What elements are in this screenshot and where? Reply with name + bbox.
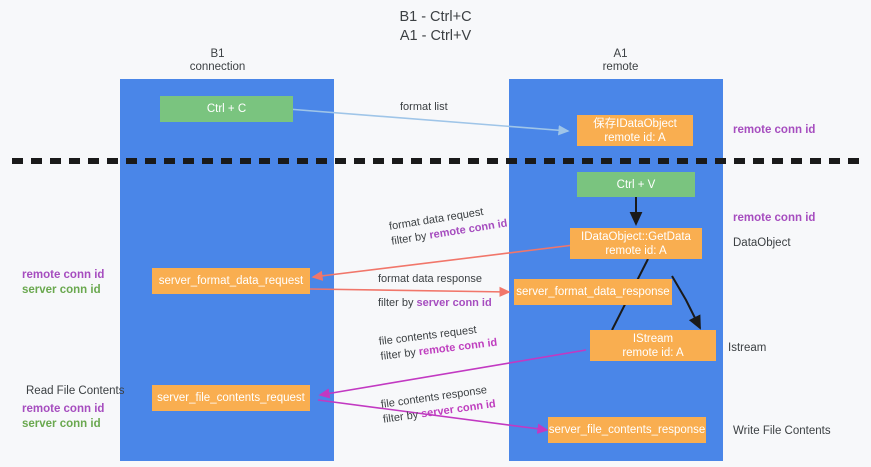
title-line-1: B1 - Ctrl+C (399, 9, 472, 25)
lane-header-a1: A1 remote (553, 48, 688, 74)
arrow-format-list (274, 107, 570, 136)
node-ctrl-c[interactable]: Ctrl + C (160, 96, 293, 122)
annotation-remote-conn-id-left-2: remote conn id (22, 403, 105, 415)
annotation-server-conn-id-left-1: server conn id (22, 284, 101, 296)
lane-b1-name: B1 (210, 48, 225, 60)
annotation-server-conn-id-left-2: server conn id (22, 418, 101, 430)
fdres-key: server conn id (416, 297, 492, 309)
node-idataobject-getdata-line1: IDataObject::GetData (581, 230, 691, 243)
node-ctrl-c-line1: Ctrl + C (206, 103, 247, 115)
annotation-write-file-contents: Write File Contents (733, 425, 831, 437)
edge-label-format-data-response-line2: filter by server conn id (378, 296, 492, 311)
node-istream[interactable]: IStream remote id: A (590, 330, 716, 361)
annotation-istream: Istream (728, 342, 767, 354)
edge-label-format-list-line1: format list (400, 101, 448, 113)
annotation-remote-conn-id-top: remote conn id (733, 124, 816, 136)
arrow-format-data-response (309, 286, 511, 297)
arrow-format-data-request (311, 244, 575, 281)
edge-label-format-list: format list (400, 100, 448, 115)
edge-label-format-data-response-line1: format data response (378, 273, 482, 285)
annotation-remote-conn-id-mid: remote conn id (733, 212, 816, 224)
node-idataobject-getdata[interactable]: IDataObject::GetData remote id: A (570, 228, 702, 259)
edge-label-format-data-response: format data response filter by server co… (378, 272, 492, 311)
node-save-idataobject-line1: 保存IDataObject (593, 117, 677, 130)
lane-a1-sub: remote (602, 61, 639, 73)
node-server-format-data-response-line1: server_format_data_response (516, 286, 670, 298)
lane-b1-sub: connection (189, 61, 246, 73)
arrow-file-contents-request (318, 349, 587, 399)
node-server-file-contents-request-line1: server_file_contents_request (157, 392, 305, 404)
node-server-format-data-request-line1: server_format_data_request (158, 275, 304, 287)
lane-a1-name: A1 (613, 48, 628, 60)
arrow-response-to-istream (671, 275, 701, 330)
node-server-format-data-request[interactable]: server_format_data_request (152, 268, 310, 294)
fdres-prefix: filter by (378, 297, 417, 309)
node-save-idataobject-line2: remote id: A (604, 131, 666, 144)
node-idataobject-getdata-line2: remote id: A (605, 244, 667, 257)
node-istream-line2: remote id: A (622, 346, 684, 359)
annotation-read-file-contents: Read File Contents (26, 385, 125, 397)
node-ctrl-v[interactable]: Ctrl + V (577, 172, 695, 197)
annotation-remote-conn-id-left-1: remote conn id (22, 269, 105, 281)
annotation-dataobject: DataObject (733, 237, 791, 249)
page-title: B1 - Ctrl+C A1 - Ctrl+V (0, 8, 871, 46)
node-istream-line1: IStream (632, 332, 674, 345)
title-line-2: A1 - Ctrl+V (399, 28, 472, 44)
node-server-file-contents-request[interactable]: server_file_contents_request (152, 385, 310, 411)
node-server-file-contents-response-line1: server_file_contents_response (548, 424, 706, 436)
arrow-file-contents-response (317, 399, 549, 434)
node-server-file-contents-response[interactable]: server_file_contents_response (548, 417, 706, 443)
node-save-idataobject[interactable]: 保存IDataObject remote id: A (577, 115, 693, 146)
node-ctrl-v-line1: Ctrl + V (616, 178, 656, 191)
lane-header-b1: B1 connection (150, 48, 285, 74)
node-server-format-data-response[interactable]: server_format_data_response (514, 279, 672, 305)
